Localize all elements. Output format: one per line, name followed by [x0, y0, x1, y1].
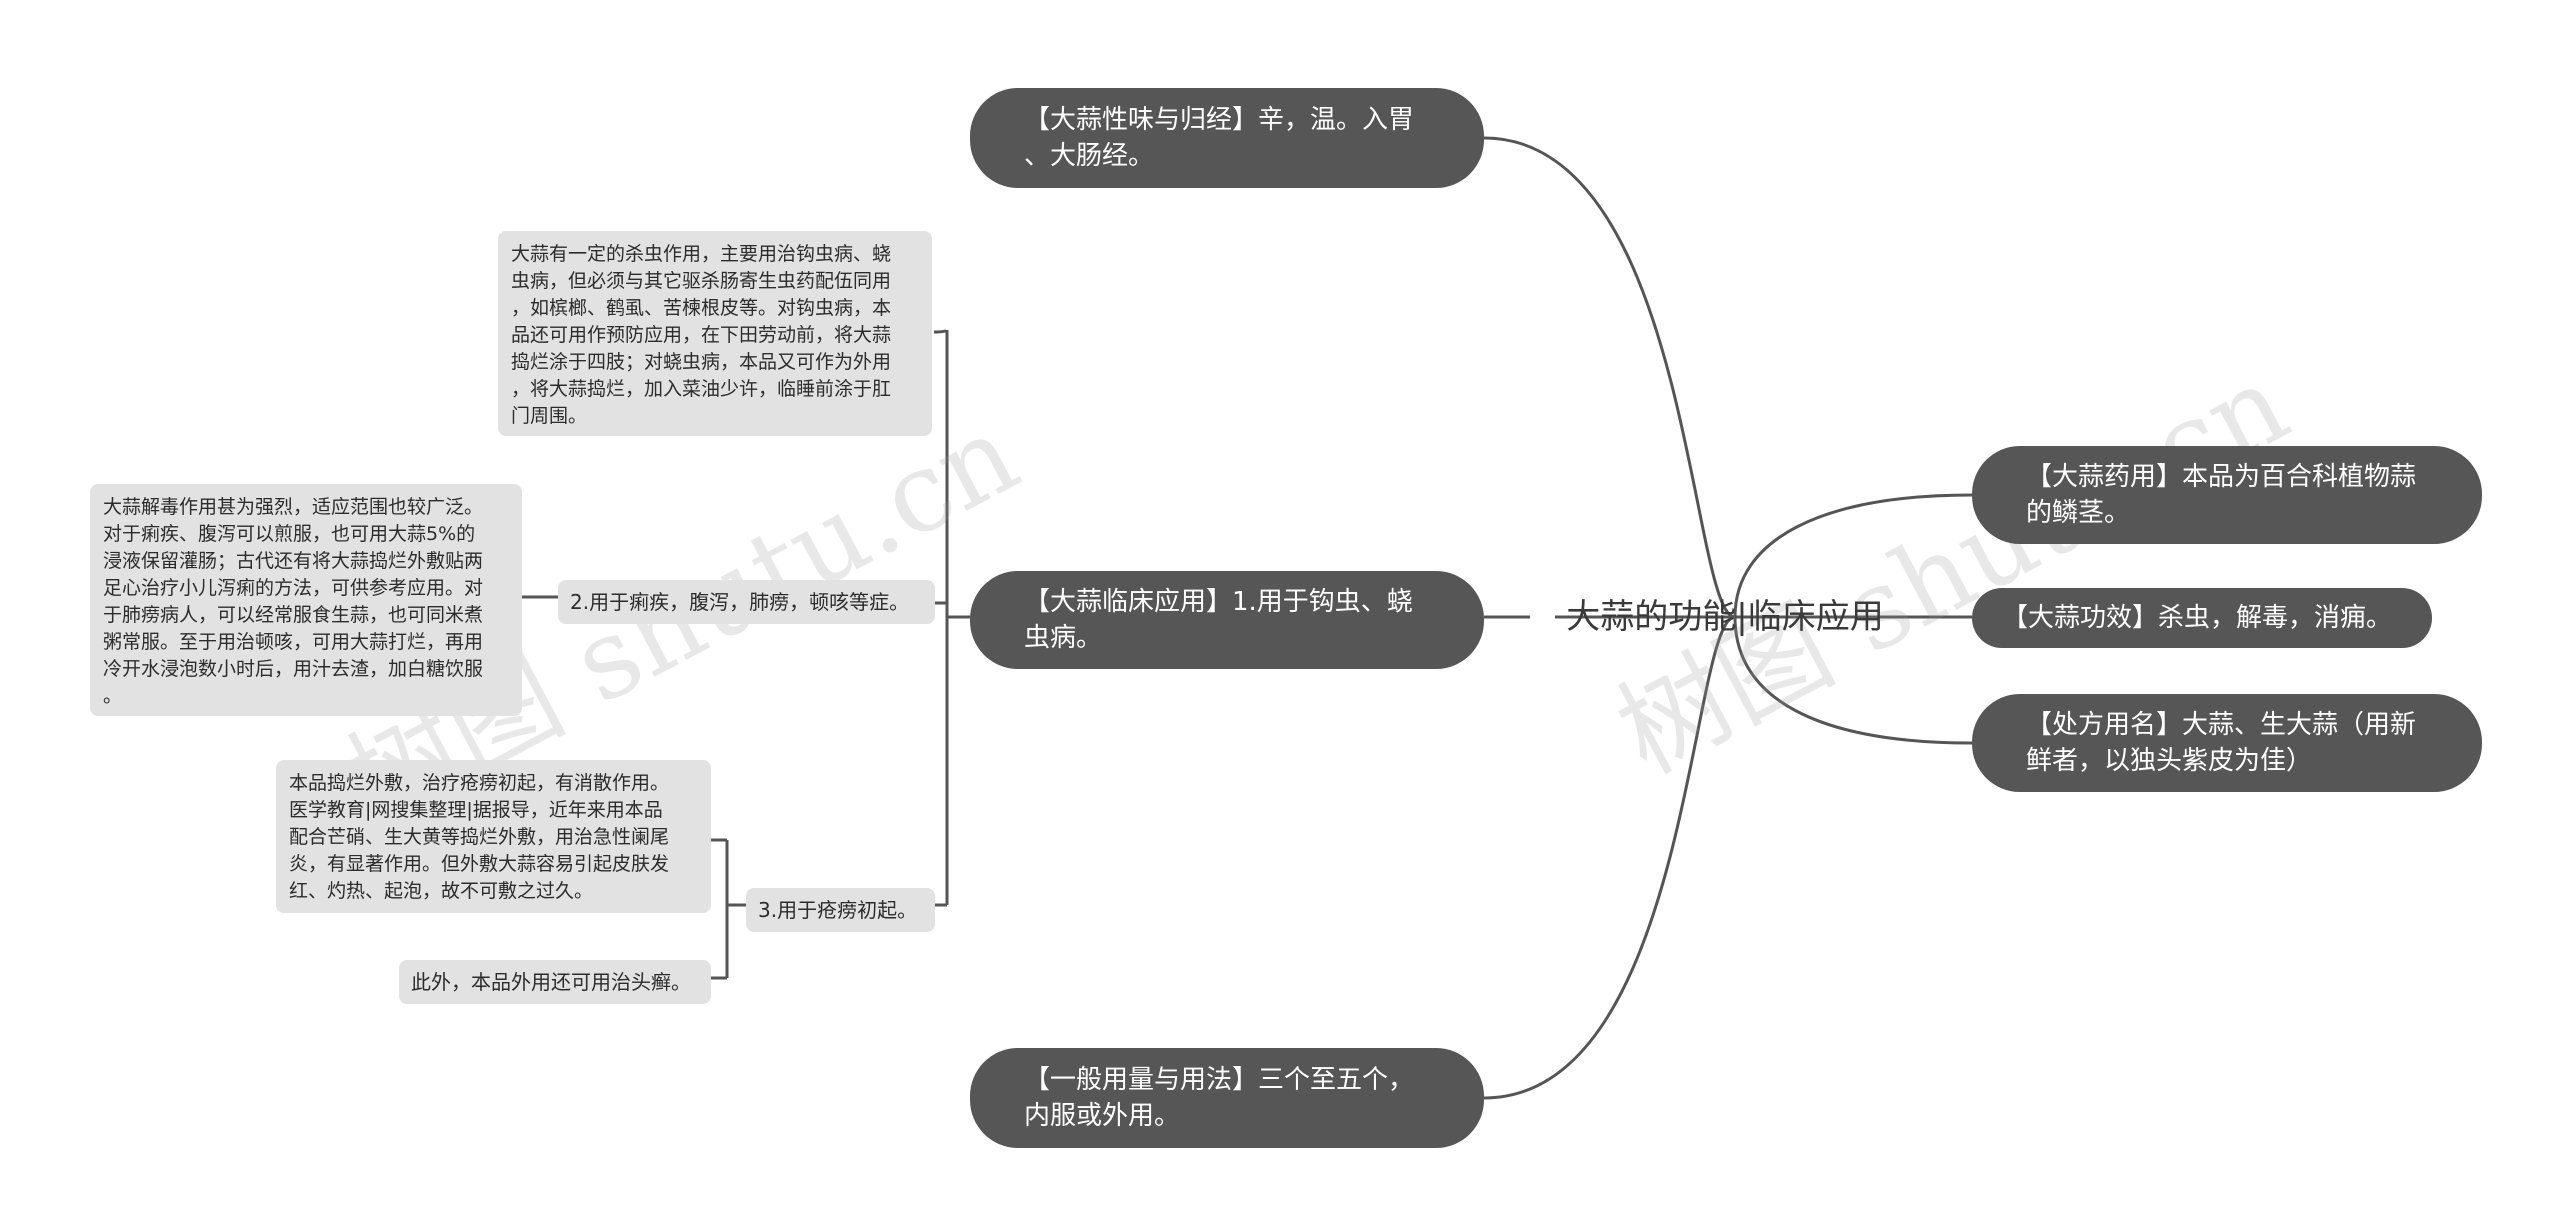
connector-clinical-insect [933, 329, 949, 334]
item3-detail-note[interactable]: 本品捣烂外敷，治疗疮痨初起，有消散作用。 医学教育|网搜集整理|据报导，近年来用… [276, 760, 711, 913]
branch-dosage[interactable]: 【一般用量与用法】三个至五个， 内服或外用。 [970, 1048, 1484, 1148]
branch-clinical[interactable]: 【大蒜临床应用】1.用于钩虫、蛲 虫病。 [970, 571, 1484, 669]
item2-label[interactable]: 2.用于痢疾，腹泻，肺痨，顿咳等症。 [558, 580, 935, 624]
item3-extra-note[interactable]: 此外，本品外用还可用治头癣。 [399, 960, 711, 1004]
branch-chufang[interactable]: 【处方用名】大蒜、生大蒜（用新 鲜者，以独头紫皮为佳） [1972, 694, 2482, 792]
branch-yaoyong[interactable]: 【大蒜药用】本品为百合科植物蒜 的鳞茎。 [1972, 446, 2482, 544]
item3-label[interactable]: 3.用于疮痨初起。 [746, 888, 935, 932]
connector-clinical-spine [945, 330, 970, 905]
connector-item3-spine [725, 840, 746, 978]
item2-detail-note[interactable]: 大蒜解毒作用甚为强烈，适应范围也较广泛。 对于痢疾、腹泻可以煎服，也可用大蒜5%… [90, 484, 522, 716]
insect-detail-note[interactable]: 大蒜有一定的杀虫作用，主要用治钩虫病、蛲 虫病，但必须与其它驱杀肠寄生虫药配伍同… [498, 231, 932, 436]
connector-root-dosage [1483, 615, 1736, 1100]
connector-root-yaoyong [1733, 493, 1973, 618]
branch-xingwei[interactable]: 【大蒜性味与归经】辛，温。入胃 、大肠经。 [970, 88, 1484, 188]
connector-root-xingwei [1483, 136, 1736, 619]
root-topic[interactable]: 大蒜的功能|临床应用 [1566, 597, 1884, 637]
connector-root-chufang [1733, 616, 1973, 745]
branch-gongxiao[interactable]: 【大蒜功效】杀虫，解毒，消痈。 [1972, 588, 2432, 648]
